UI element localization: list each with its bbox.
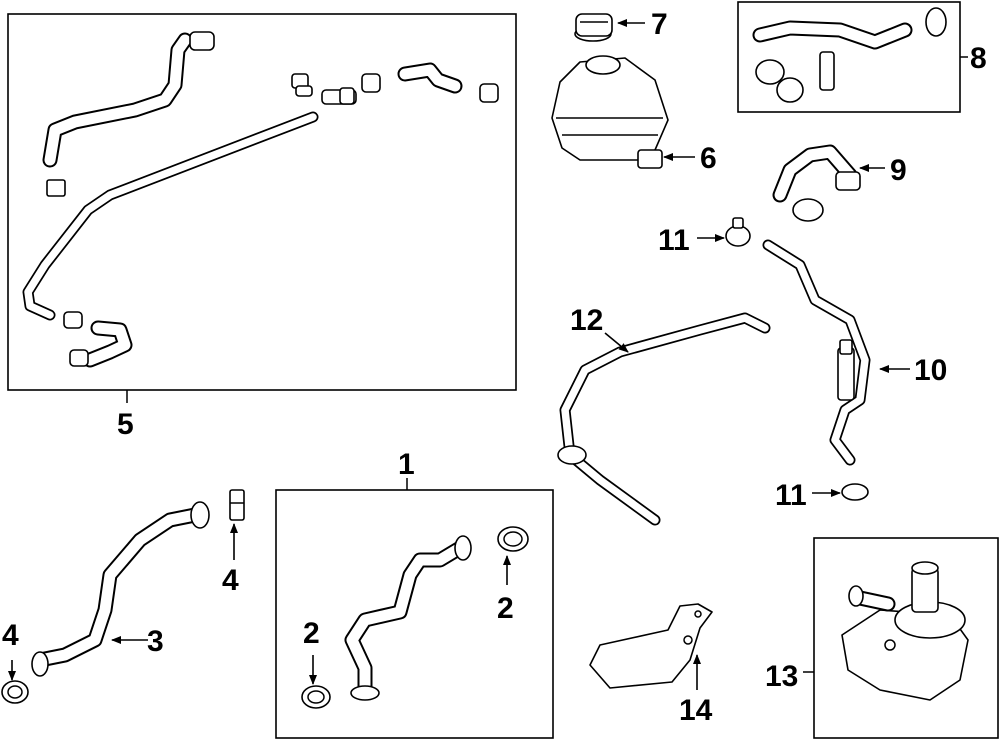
- assembly-13-box: [813, 537, 999, 739]
- callout-12: 12: [570, 304, 603, 337]
- callout-11-lower: 11: [775, 479, 807, 512]
- assembly-1-box: [275, 489, 554, 739]
- coolant-reservoir: [551, 55, 669, 169]
- callout-3: 3: [147, 625, 164, 658]
- callout-4-lower: 4: [2, 619, 19, 652]
- hose-3: [31, 501, 210, 677]
- callout-10: 10: [914, 354, 947, 387]
- callout-13: 13: [765, 660, 798, 693]
- clip-4-upper: [229, 489, 245, 521]
- reservoir-cap: [574, 13, 613, 42]
- callout-7: 7: [651, 8, 668, 41]
- callout-1: 1: [398, 448, 415, 481]
- assembly-8-box: [737, 1, 961, 113]
- hose-10: [762, 239, 871, 466]
- callout-4-upper: 4: [222, 564, 239, 597]
- callout-2-right: 2: [497, 592, 514, 625]
- hose-12: [557, 312, 771, 526]
- callout-14: 14: [679, 694, 713, 727]
- clamp-11-upper: [725, 217, 751, 247]
- clamp-4-lower: [1, 680, 29, 704]
- callout-5: 5: [117, 408, 134, 441]
- bracket-14: [589, 603, 713, 689]
- callout-9: 9: [890, 154, 907, 187]
- clamp-11-lower: [841, 483, 869, 501]
- assembly-5-box: [7, 13, 517, 391]
- callout-6: 6: [700, 142, 717, 175]
- callout-2-left: 2: [303, 617, 320, 650]
- hose-9: [772, 144, 861, 222]
- callout-8: 8: [970, 42, 987, 75]
- callout-11-upper: 11: [658, 224, 690, 257]
